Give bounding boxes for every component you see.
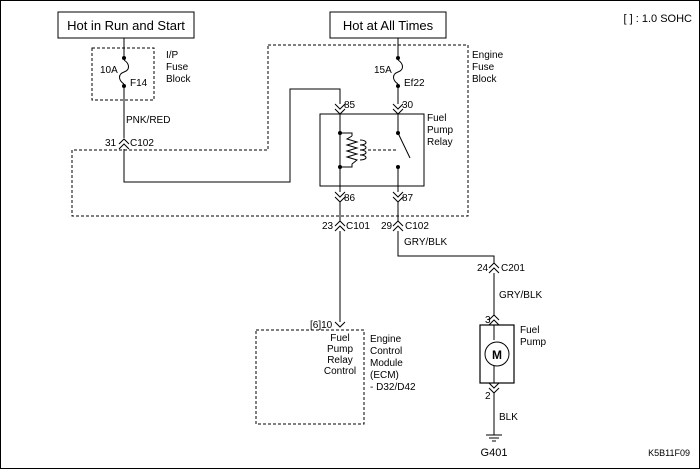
wire-gry-blk-2-label: GRY/BLK <box>499 290 542 301</box>
ecm-label-1: Engine <box>370 334 402 345</box>
connector-c102-left-icon <box>118 138 130 150</box>
ecm-signal-2: Pump <box>327 344 354 355</box>
relay-label-1: Fuel <box>427 113 446 124</box>
fuel-pump-label-1: Fuel <box>520 325 539 336</box>
fuse-ef22-id: Ef22 <box>404 78 425 89</box>
fuel-pump-connector-top-icon <box>488 314 500 326</box>
fuse-ef22-rating: 15A <box>374 65 392 76</box>
wire-gry-blk-1 <box>397 231 495 263</box>
connector-c201-id: C201 <box>501 263 525 274</box>
fuse-f14-id: F14 <box>130 78 148 89</box>
ecm-pin-connector-icon <box>334 321 346 328</box>
fuse-f14-bottom-terminal <box>122 84 126 88</box>
fuel-pump-pin-bottom: 2 <box>485 391 491 402</box>
wire-pnk-red-label: PNK/RED <box>126 115 170 126</box>
fuel-pump-label-2: Pump <box>520 337 547 348</box>
connector-c102-left-id: C102 <box>130 138 154 149</box>
fuse-ef22-top-terminal <box>396 56 400 60</box>
ground-id: G401 <box>481 447 508 459</box>
connector-c201-pin: 24 <box>477 263 489 274</box>
ecm-label-4: (ECM) <box>370 370 399 381</box>
ecm-signal-4: Control <box>324 366 356 377</box>
wire-gry-blk-1-label: GRY/BLK <box>404 237 447 248</box>
wire-to-relay-85 <box>123 88 341 183</box>
fuel-pump-motor-icon <box>484 341 510 367</box>
hot-in-run-start-label: Hot in Run and Start <box>67 18 185 33</box>
connector-c102-right-pin: 29 <box>381 221 393 232</box>
ip-fuse-block-label-2: Fuse <box>166 62 189 73</box>
relay-coil-wire-top <box>340 132 353 136</box>
ecm-label-3: Module <box>370 358 403 369</box>
ecm-label-5: - D32/D42 <box>370 382 416 393</box>
ecm-signal-3: Relay <box>327 355 353 366</box>
fuse-f14-icon <box>119 59 129 85</box>
engine-variant-note: [ ] : 1.0 SOHC <box>624 13 693 25</box>
relay-pin-30: 30 <box>402 100 414 111</box>
engine-fuse-block-label-1: Engine <box>472 50 504 61</box>
connector-c101-id: C101 <box>346 221 370 232</box>
fuse-ef22-bottom-terminal <box>396 84 400 88</box>
ecm-signal-1: Fuel <box>330 333 349 344</box>
connector-c102-right-id: C102 <box>405 221 429 232</box>
relay-pin-85: 85 <box>344 100 356 111</box>
relay-label-3: Relay <box>427 137 453 148</box>
fuse-f14-top-terminal <box>122 56 126 60</box>
hot-at-all-times-label: Hot at All Times <box>343 18 434 33</box>
ecm-label-2: Control <box>370 346 402 357</box>
relay-pin-87: 87 <box>402 193 414 204</box>
relay-pin-86: 86 <box>344 193 356 204</box>
connector-c102-left-pin: 31 <box>105 138 117 149</box>
fuel-pump-relay-box <box>319 113 425 187</box>
fuel-pump-motor-symbol: M <box>492 348 502 362</box>
relay-label-2: Pump <box>427 125 454 136</box>
relay-switch-arm <box>397 132 411 159</box>
fuse-f14-rating: 10A <box>100 65 118 76</box>
relay-coil-winding-icon <box>359 139 367 161</box>
fuel-pump-pin-top: 3 <box>485 315 491 326</box>
hot-at-all-times-box <box>329 11 447 39</box>
fuse-ef22-icon <box>393 59 403 85</box>
connector-c201-icon <box>488 262 500 274</box>
connector-c101-icon <box>334 220 346 232</box>
connector-c102-right-icon <box>392 220 404 232</box>
relay-coil-wire-left <box>339 133 353 168</box>
ecm-pin: [6]10 <box>310 320 333 331</box>
connector-c101-pin: 23 <box>322 221 334 232</box>
engine-fuse-block-label-2: Fuse <box>472 62 495 73</box>
wire-blk-label: BLK <box>499 412 518 423</box>
engine-fuse-block-label-3: Block <box>472 74 497 85</box>
relay-coil-resistor-icon <box>345 135 359 165</box>
ip-fuse-block-outline <box>91 47 155 101</box>
ip-fuse-block-label-1: I/P <box>166 50 179 61</box>
figure-id: K5B11F09 <box>648 448 690 458</box>
engine-fuse-block-outline <box>71 44 469 217</box>
ip-fuse-block-label-3: Block <box>166 74 191 85</box>
hot-in-run-start-box <box>57 11 195 39</box>
ecm-outline <box>255 329 365 425</box>
